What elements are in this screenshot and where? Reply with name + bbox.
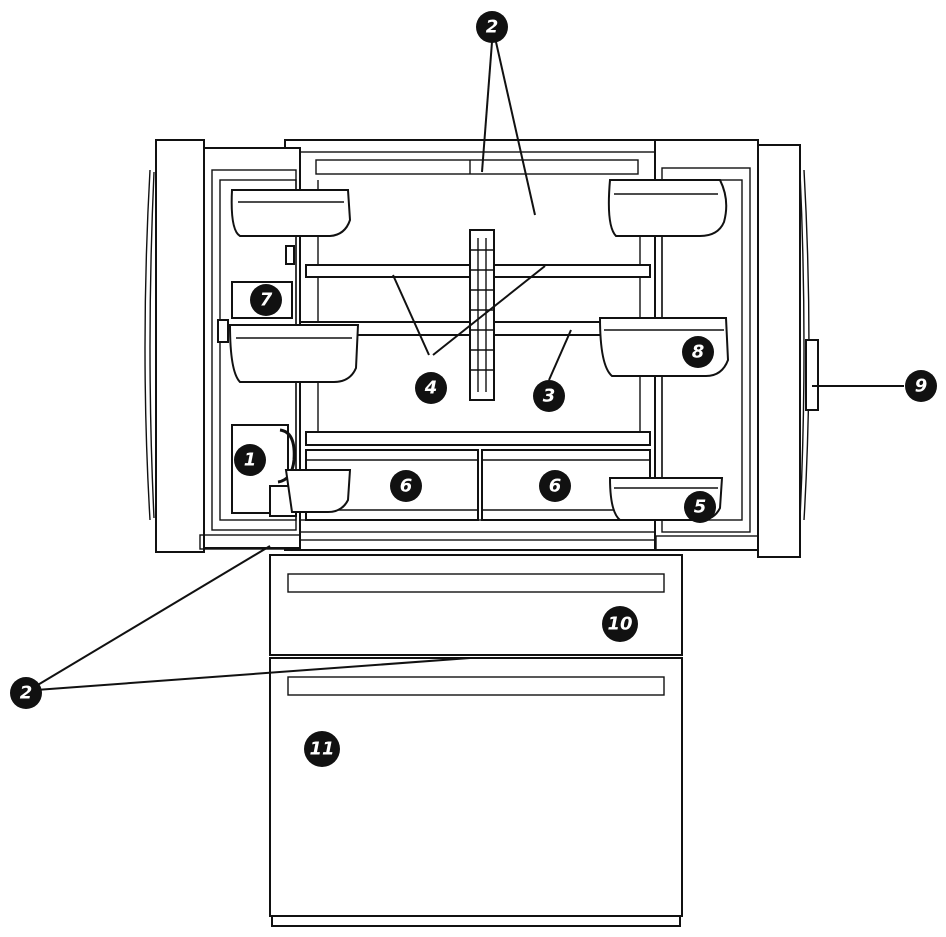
callout-2-top: 2 bbox=[476, 11, 508, 43]
callout-6-right-label: 6 bbox=[549, 476, 562, 497]
callout-8-label: 8 bbox=[692, 342, 705, 363]
leader-lines bbox=[35, 41, 904, 691]
callout-7: 7 bbox=[250, 284, 282, 316]
lower-freezer-drawer bbox=[269, 657, 683, 917]
callout-2-top-label: 2 bbox=[486, 17, 499, 38]
callout-10-label: 10 bbox=[607, 614, 632, 635]
callout-4-label: 4 bbox=[424, 378, 438, 399]
callout-3-label: 3 bbox=[543, 386, 556, 407]
callout-10: 10 bbox=[602, 606, 638, 642]
callout-6-right: 6 bbox=[539, 470, 571, 502]
left-door bbox=[144, 139, 360, 553]
callout-1: 1 bbox=[234, 444, 266, 476]
callout-3: 3 bbox=[533, 380, 565, 412]
base-grille bbox=[271, 915, 681, 927]
callout-4: 4 bbox=[415, 372, 447, 404]
callout-9: 9 bbox=[905, 370, 937, 402]
callout-2-bottom-label: 2 bbox=[20, 683, 33, 704]
callout-11: 11 bbox=[304, 731, 340, 767]
callout-2-bottom: 2 bbox=[10, 677, 42, 709]
shelf-lower bbox=[305, 431, 651, 446]
callout-6-left-label: 6 bbox=[400, 476, 413, 497]
callout-8: 8 bbox=[682, 336, 714, 368]
callout-5-label: 5 bbox=[694, 497, 707, 518]
callout-7-label: 7 bbox=[260, 290, 273, 311]
callout-9-label: 9 bbox=[915, 376, 928, 397]
callout-11-label: 11 bbox=[309, 739, 334, 760]
callout-1-label: 1 bbox=[244, 450, 257, 471]
callout-6-left: 6 bbox=[390, 470, 422, 502]
callout-5: 5 bbox=[684, 491, 716, 523]
